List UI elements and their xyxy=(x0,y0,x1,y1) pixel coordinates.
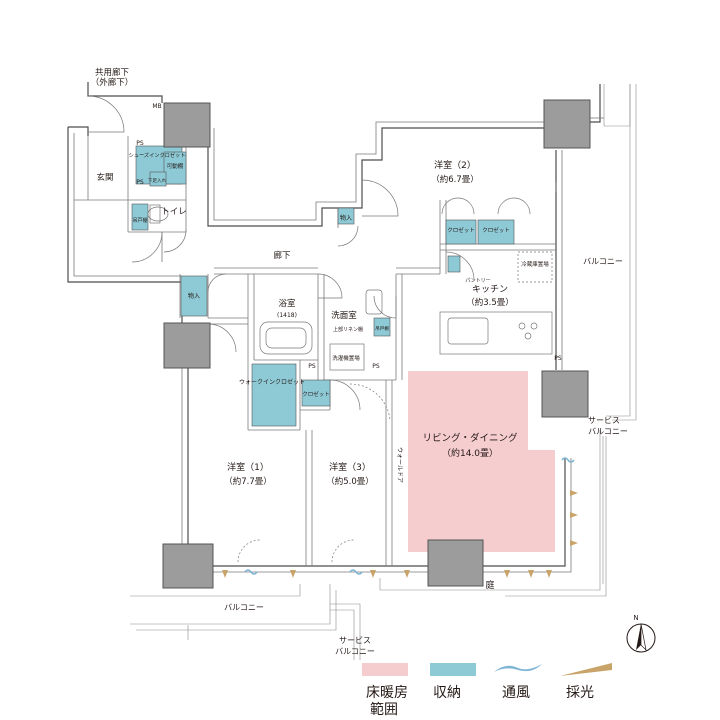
label-ps-5: PS xyxy=(554,355,562,362)
label-fridge: 冷蔵庫置場 xyxy=(521,260,549,268)
ventilation-marks xyxy=(244,457,575,575)
label-western-room-1: 洋室（1） xyxy=(227,461,269,473)
movable-shelf xyxy=(163,151,187,185)
label-towel: 吊戸棚 xyxy=(375,325,389,332)
toilet-shelf xyxy=(131,203,149,231)
lower-shoebox xyxy=(149,171,167,187)
label-kitchen: キッチン xyxy=(472,284,508,295)
label-living: リビング・ダイニング xyxy=(422,432,518,444)
label-toilet-shelf: 吊戸棚 xyxy=(132,217,147,224)
label-service-balcony-bottom-2: バルコニー xyxy=(335,647,375,656)
legend-swatch-heated xyxy=(362,663,408,676)
label-service-balcony-right-1: サービス xyxy=(588,416,620,425)
daylight-marks xyxy=(222,490,578,578)
label-closet-2: クロゼット xyxy=(482,226,510,234)
walk-in-closet xyxy=(251,363,297,427)
label-toilet: トイレ xyxy=(161,207,187,217)
pantry-shelf xyxy=(447,255,461,273)
storage-left xyxy=(180,275,208,317)
label-ps-2: PS xyxy=(136,179,144,186)
label-western-room-3-size: （約5.0畳） xyxy=(326,476,374,487)
label-balcony-bottom: バルコニー xyxy=(224,603,264,612)
label-ps-3: PS xyxy=(308,363,316,370)
doors xyxy=(87,95,557,563)
label-movable-shelf: 可動棚 xyxy=(167,162,184,170)
closet-2 xyxy=(477,219,515,245)
label-pantry: パントリー xyxy=(465,278,490,284)
label-entrance: 玄関 xyxy=(96,172,113,183)
closet-1 xyxy=(445,219,477,245)
label-closet-small: クロゼット xyxy=(302,390,330,398)
label-corridor: 廊下 xyxy=(273,250,291,261)
label-western-room-1-size: （約7.7畳） xyxy=(224,476,272,487)
label-walk-in-closet: ウォークインクロゼット xyxy=(239,378,305,386)
columns xyxy=(162,99,591,589)
label-garden: 庭 xyxy=(485,579,494,591)
label-bathroom-size: (1418) xyxy=(277,312,297,319)
daylight-icon xyxy=(560,663,612,676)
legend-label-heated-1: 床暖房範囲 xyxy=(366,685,408,718)
label-western-room-2-size: （約6.7畳） xyxy=(431,174,479,185)
label-shoes-closet: シューズインクロゼット xyxy=(129,151,186,159)
legend-swatch-storage xyxy=(430,663,476,676)
linen-shelf xyxy=(373,317,391,337)
interior-walls xyxy=(74,136,556,566)
label-linen: 上部リネン棚 xyxy=(333,326,363,333)
storage-areas xyxy=(131,145,515,427)
label-western-room-2: 洋室（2） xyxy=(434,159,476,171)
legend-label-storage: 収納 xyxy=(433,685,461,701)
label-ps-4: PS xyxy=(372,363,380,370)
fixtures xyxy=(147,204,553,371)
balcony-outlines xyxy=(130,84,637,660)
legend-label-daylight: 採光 xyxy=(566,685,594,701)
closet-small xyxy=(301,379,331,407)
storage-top xyxy=(337,207,355,225)
label-kitchen-size: （約3.5畳） xyxy=(466,297,514,308)
label-common-corridor-sub: （外廊下） xyxy=(91,77,134,88)
label-washer: 洗濯機置場 xyxy=(332,354,360,362)
label-closet-1: クロゼット xyxy=(447,226,475,234)
label-ps-1: PS xyxy=(136,140,144,147)
room-labels: 共用廊下 （外廊下） MB PS PS シューズインクロゼット 可動棚 下足入れ… xyxy=(91,67,628,656)
label-bathroom: 浴室 xyxy=(278,298,296,309)
ventilation-icon xyxy=(494,664,542,672)
label-storage-top: 物入 xyxy=(340,214,352,222)
label-service-balcony-right-2: バルコニー xyxy=(588,427,628,436)
compass-icon: N xyxy=(626,614,656,653)
label-mb: MB xyxy=(152,103,161,110)
label-service-balcony-bottom-1: サービス xyxy=(339,636,371,645)
label-storage-left: 物入 xyxy=(188,292,200,300)
compass-north-label: N xyxy=(633,614,638,622)
label-living-size: （約14.0畳） xyxy=(442,447,498,459)
label-balcony-right: バルコニー xyxy=(583,257,623,266)
floor-heating-area xyxy=(408,371,555,552)
legend: 床暖房範囲 収納 通風 採光 xyxy=(362,663,612,718)
label-lower-shoebox: 下足入れ xyxy=(148,178,167,184)
label-wall-door: ウォールドア xyxy=(396,447,404,483)
label-common-corridor: 共用廊下 xyxy=(95,67,130,78)
label-washroom: 洗面室 xyxy=(331,310,357,321)
legend-label-ventilation: 通風 xyxy=(502,685,530,701)
label-western-room-3: 洋室（3） xyxy=(329,461,371,473)
